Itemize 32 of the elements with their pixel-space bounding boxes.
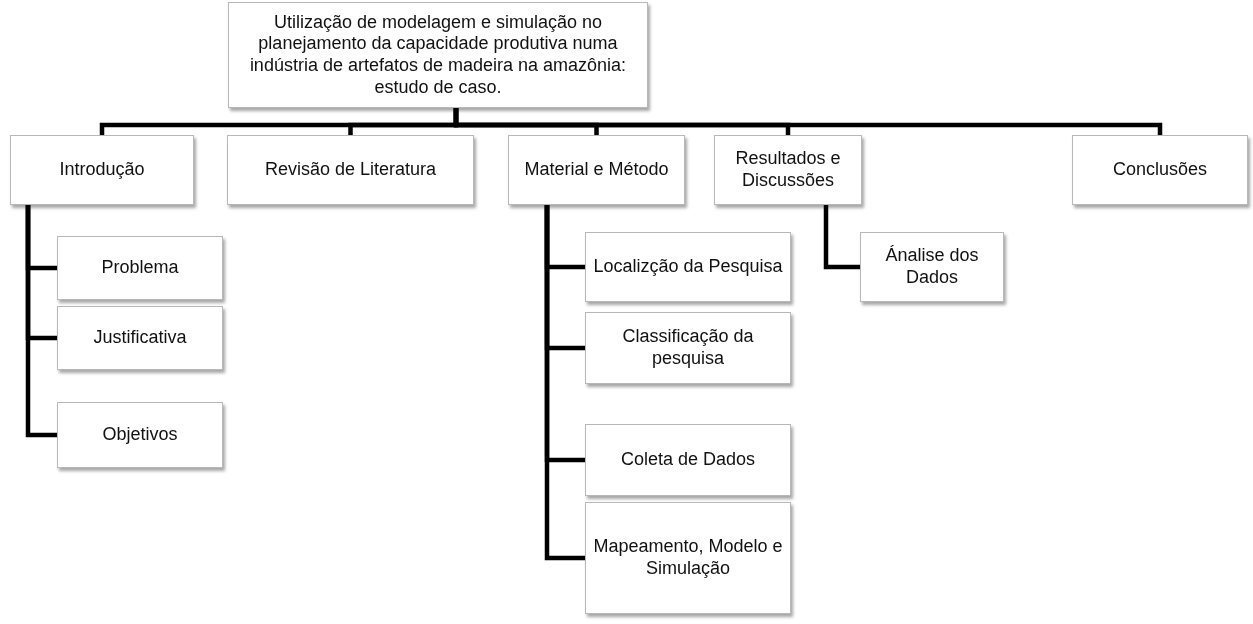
topic-box (10, 135, 194, 205)
connector-line (453, 108, 1163, 135)
box-label: Problema (101, 257, 179, 279)
topic-box (585, 232, 791, 302)
box-label: Introdução (59, 159, 145, 181)
box-label: Material e Método (524, 159, 669, 181)
topic-box (860, 232, 1004, 302)
topic-box (585, 424, 791, 496)
title-box (228, 2, 648, 108)
connector-line (823, 205, 860, 270)
topic-box (585, 312, 791, 384)
box-label: Ánalise dos Dados (884, 245, 980, 289)
box-label: Justificativa (93, 327, 187, 349)
topic-box (508, 135, 685, 205)
topic-box (585, 502, 791, 614)
connector-line (25, 205, 57, 438)
topic-box (227, 135, 474, 205)
box-label: Mapeamento, Modelo e Simulação (592, 536, 784, 580)
box-label: Utilização de modelagem e simulação no planejamento da capacidade produtiva numa indústria de artefatos de madeira na amazônia: estudo de caso. (248, 11, 628, 99)
box-label: Coleta de Dados (620, 449, 756, 471)
topic-box (714, 135, 862, 205)
box-label: Resultados e Discussões (734, 148, 842, 192)
topic-box (57, 236, 223, 300)
box-label: Classificação da pesquisa (621, 326, 755, 370)
connector-line (544, 205, 585, 561)
box-label: Revisão de Literatura (264, 159, 437, 181)
box-label: Localizção da Pesquisa (593, 256, 783, 278)
topic-box (57, 402, 223, 468)
box-label: Conclusões (1112, 159, 1208, 181)
topic-box (57, 306, 223, 370)
topic-box (1072, 135, 1248, 205)
box-label: Objetivos (102, 424, 178, 446)
